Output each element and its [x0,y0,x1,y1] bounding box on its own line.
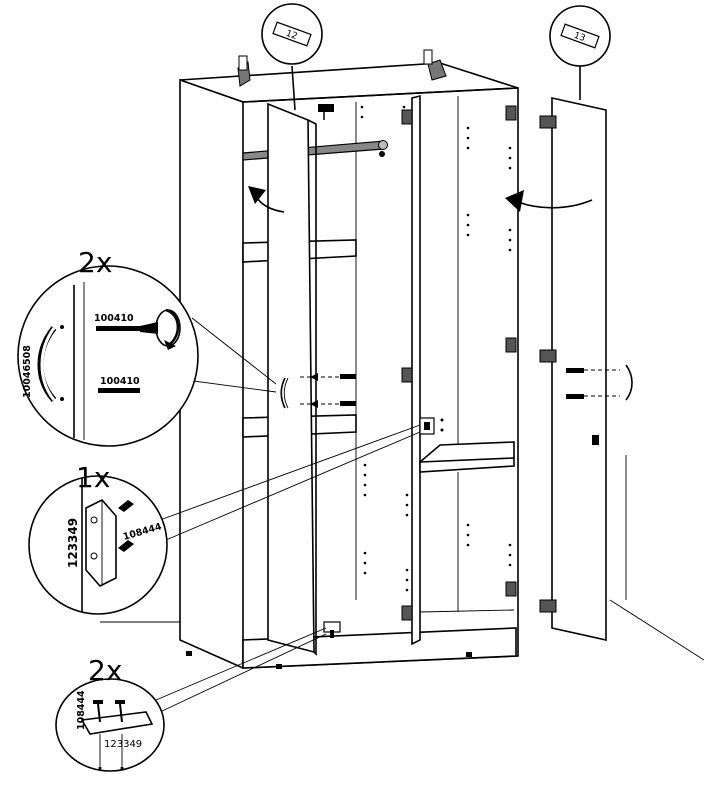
callout-bracket-code-1: 123349 [66,518,80,568]
badge-left-door-number: 12 [284,29,298,42]
callout-doorstop-code-1: 108444 [76,690,87,730]
wardrobe-carcass [179,49,519,670]
top-latch [318,104,334,120]
callout-bracket-multiplier: 1x [76,461,110,494]
right-door [539,97,633,641]
side-bracket [419,417,444,435]
badge-right-door-number: 13 [572,31,586,44]
callout-bracket: 1x 123349 108444 [28,424,421,615]
badge-right-door: 13 [549,5,611,100]
swing-arrow-right [505,190,593,212]
top-bracket-left [237,55,251,87]
badge-left-door: 12 [261,3,323,111]
callout-handle-code-3: 100410 [100,376,140,387]
top-bracket-right [423,49,447,81]
callout-doorstop: 2x 108444 123349 [55,627,327,772]
swing-arrow-left [248,186,285,213]
callout-doorstop-multiplier: 2x [88,654,122,687]
callout-doorstop-code-2: 123349 [104,739,142,750]
bottom-latch [323,621,341,638]
callout-handle-code-1: 10046508 [22,345,33,398]
room-lines [100,455,704,661]
left-door [267,102,356,656]
callout-handle-multiplier: 2x [78,246,112,279]
callout-handle-code-2: 100410 [94,313,134,324]
callout-handle: 2x 10046508 100410 100410 [17,246,277,447]
